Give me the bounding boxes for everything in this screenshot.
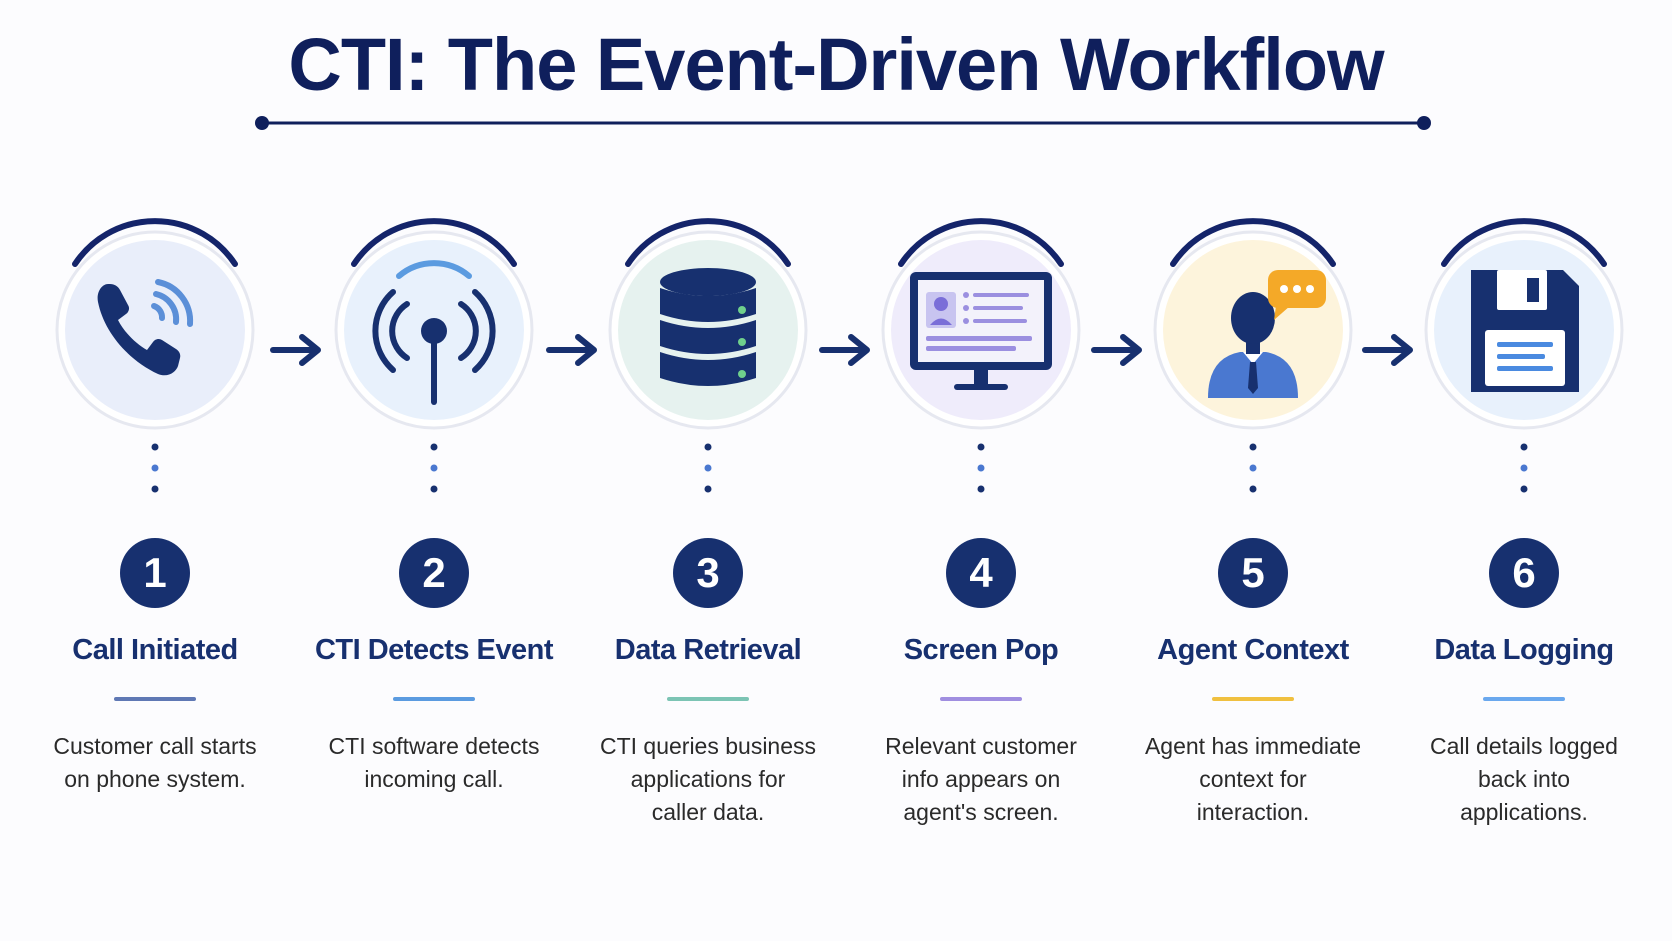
step-number: 1 xyxy=(120,538,190,608)
description-line: CTI software detects xyxy=(328,733,540,759)
step-4: 4 Screen Pop Relevant customer info appe… xyxy=(836,0,1126,941)
step-description: Customer call starts on phone system. xyxy=(20,730,290,796)
description-line: agent's screen. xyxy=(903,799,1059,825)
step-icon-circle xyxy=(1419,212,1629,493)
step-underline xyxy=(393,697,475,701)
step-number: 2 xyxy=(399,538,469,608)
step-description: Agent has immediate context for interact… xyxy=(1118,730,1388,829)
description-line: Call details logged xyxy=(1430,733,1618,759)
step-3: 3 Data Retrieval CTI queries business ap… xyxy=(563,0,853,941)
step-title: Data Logging xyxy=(1434,634,1614,666)
step-description: CTI queries business applications for ca… xyxy=(573,730,843,829)
step-underline xyxy=(1483,697,1565,701)
step-icon-circle xyxy=(50,212,260,493)
step-description: Call details logged back into applicatio… xyxy=(1389,730,1659,829)
step-icon-circle xyxy=(876,212,1086,493)
phone-icon xyxy=(55,218,255,493)
arrow-right-icon xyxy=(1362,334,1413,366)
signal-antenna-icon xyxy=(334,218,534,493)
monitor-profile-icon xyxy=(881,218,1081,493)
agent-chat-icon xyxy=(1153,218,1353,493)
step-1: 1 Call Initiated Customer call starts on… xyxy=(10,0,300,941)
step-6: 6 Data Logging Call details logged back … xyxy=(1379,0,1669,941)
database-icon xyxy=(608,218,808,493)
title-divider xyxy=(255,116,1431,130)
step-icon-circle xyxy=(603,212,813,493)
description-line: Relevant customer xyxy=(885,733,1077,759)
floppy-disk-icon xyxy=(1424,218,1624,493)
arrow-right-icon xyxy=(270,334,321,366)
step-title: CTI Detects Event xyxy=(314,634,554,666)
description-line: applications for xyxy=(630,766,786,792)
step-title: Screen Pop xyxy=(903,634,1059,666)
description-line: interaction. xyxy=(1196,799,1310,825)
step-2: 2 CTI Detects Event CTI software detects… xyxy=(289,0,579,941)
step-number: 4 xyxy=(946,538,1016,608)
description-line: info appears on xyxy=(901,766,1061,792)
description-line: Customer call starts xyxy=(53,733,257,759)
flow-arrow xyxy=(1091,330,1147,370)
arrow-right-icon xyxy=(1091,334,1142,366)
page-title: CTI: The Event-Driven Workflow xyxy=(288,23,1384,106)
step-title: Call Initiated xyxy=(72,634,238,666)
step-underline xyxy=(667,697,749,701)
step-description: Relevant customer info appears on agent'… xyxy=(846,730,1116,829)
step-number: 6 xyxy=(1489,538,1559,608)
description-line: caller data. xyxy=(651,799,765,825)
arrow-right-icon xyxy=(819,334,870,366)
step-icon-circle xyxy=(1148,212,1358,493)
step-underline xyxy=(940,697,1022,701)
step-title: Data Retrieval xyxy=(614,634,802,666)
step-underline xyxy=(1212,697,1294,701)
flow-arrow xyxy=(1362,330,1418,370)
description-line: applications. xyxy=(1460,799,1588,825)
description-line: CTI queries business xyxy=(599,733,817,759)
step-description: CTI software detects incoming call. xyxy=(299,730,569,796)
step-icon-circle xyxy=(329,212,539,493)
flow-arrow xyxy=(546,330,602,370)
description-line: on phone system. xyxy=(64,766,246,792)
step-5: 5 Agent Context Agent has immediate cont… xyxy=(1108,0,1398,941)
step-number: 5 xyxy=(1218,538,1288,608)
description-line: context for xyxy=(1199,766,1307,792)
arrow-right-icon xyxy=(546,334,597,366)
step-underline xyxy=(114,697,196,701)
description-line: back into xyxy=(1477,766,1571,792)
description-line: Agent has immediate xyxy=(1144,733,1362,759)
step-title: Agent Context xyxy=(1157,634,1349,666)
step-number: 3 xyxy=(673,538,743,608)
flow-arrow xyxy=(819,330,875,370)
flow-arrow xyxy=(270,330,326,370)
description-line: incoming call. xyxy=(364,766,504,792)
